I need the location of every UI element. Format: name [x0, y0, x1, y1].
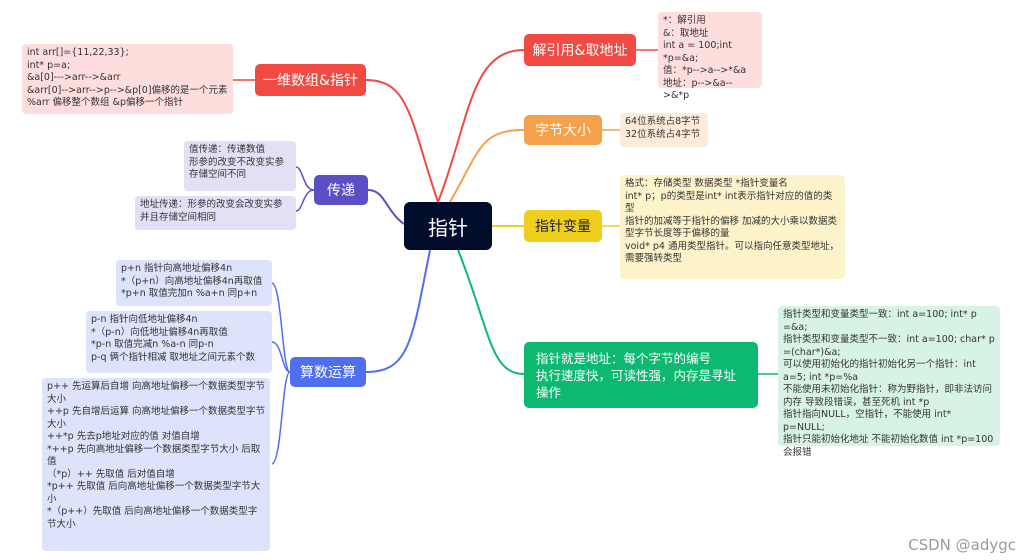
connector-deref [437, 49, 525, 203]
connector-arith [365, 249, 431, 373]
branch-array-pointer[interactable]: 一维数组&指针 [255, 64, 366, 96]
note-pointer-var: 格式：存储类型 数据类型 *指针变量名 int* p；p的类型是int* int… [620, 175, 845, 279]
root-topic[interactable]: 指针 [404, 202, 492, 250]
connector-passing-note1 [295, 166, 315, 191]
branch-address-label: 指针就是地址：每个字节的编号 执行速度快，可读性强，内存是寻址操作 [536, 350, 737, 400]
note-array-pointer: int arr[]={11,22,33}; int* p=a; &a[0]---… [22, 44, 233, 114]
branch-pointer-var-label: 指针变量 [535, 219, 591, 235]
note-arithmetic-increment: p++ 先运算后自增 向高地址偏移一个数据类型字节大小 ++p 先自增后运算 向… [42, 378, 270, 551]
root-topic-label: 指针 [428, 215, 468, 240]
note-arithmetic-minus: p-n 指针向低地址偏移4n *（p-n）向低地址偏移4n再取值 *p-n 取值… [86, 311, 272, 373]
branch-arithmetic-label: 算数运算 [300, 365, 356, 381]
branch-pointer-var[interactable]: 指针变量 [524, 210, 602, 242]
note-deref: *：解引用 &：取地址 int a = 100;int *p=&a; 值：*p-… [658, 12, 762, 101]
branch-arithmetic[interactable]: 算数运算 [290, 357, 366, 387]
branch-deref-label: 解引用&取地址 [532, 43, 628, 59]
branch-address[interactable]: 指针就是地址：每个字节的编号 执行速度快，可读性强，内存是寻址操作 [524, 342, 758, 408]
note-passing-address: 地址传递：形参的改变会改变实参 并且存储空间相同 [135, 196, 296, 230]
connector-passing [367, 189, 405, 225]
note-passing-value: 值传递：传递数值 形参的改变不改变实参 存储空间不同 [184, 141, 296, 191]
note-arithmetic-plus: p+n 指针向高地址偏移4n *（p+n）向高地址偏移4n再取值 *p+n 取值… [116, 260, 272, 306]
connector-arith-bracket [271, 282, 291, 465]
connector-passing-note2 [295, 189, 315, 212]
branch-byte-size-label: 字节大小 [535, 123, 591, 139]
branch-byte-size[interactable]: 字节大小 [524, 115, 602, 145]
branch-deref[interactable]: 解引用&取地址 [524, 34, 636, 66]
connector-array [365, 79, 439, 203]
note-byte-size: 64位系统占8字节 32位系统占4字节 [620, 113, 708, 147]
branch-passing-label: 传递 [327, 183, 355, 199]
note-address: 指针类型和变量类型一致：int a=100; int* p =&a; 指针类型和… [778, 306, 1000, 458]
branch-array-pointer-label: 一维数组&指针 [263, 73, 358, 89]
csdn-watermark: CSDN @adygc [908, 536, 1016, 554]
connector-address [457, 249, 525, 375]
branch-passing[interactable]: 传递 [314, 175, 368, 205]
connector-byte [449, 129, 525, 203]
